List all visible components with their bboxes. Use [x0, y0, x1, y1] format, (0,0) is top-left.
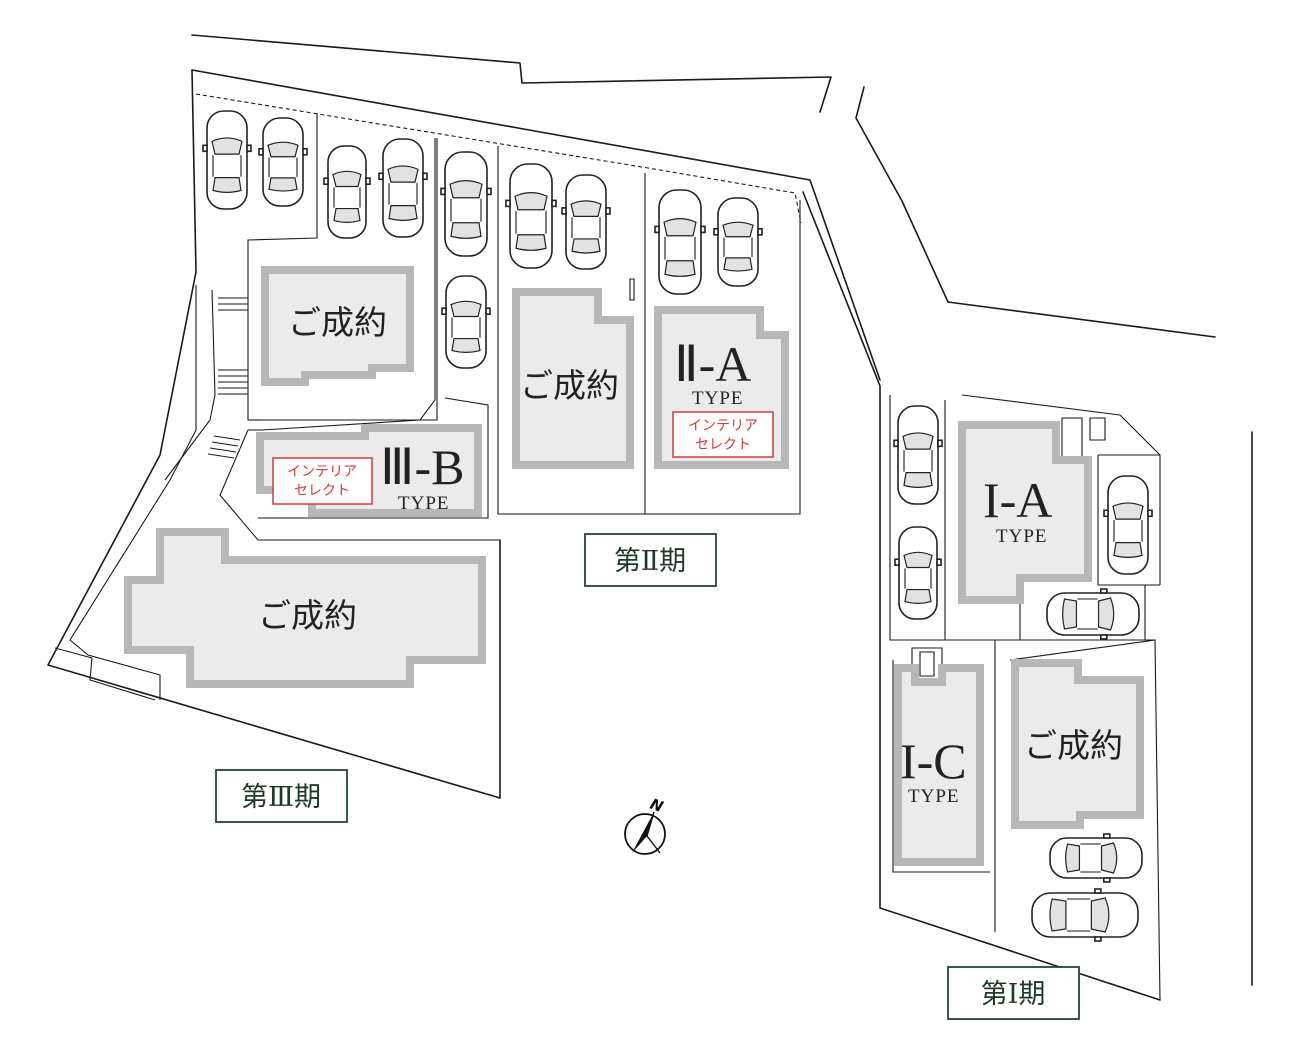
stairs: [207, 297, 248, 459]
parked-car: [323, 145, 371, 239]
parked-car: [713, 197, 763, 287]
lot-label-type-2a: Ⅱ-A: [674, 336, 751, 392]
parking-cars: [202, 110, 1153, 942]
lot-label-sold-2b: ご成約: [520, 366, 619, 405]
phase-label-3-text: 第Ⅲ期: [241, 782, 321, 813]
phase-label-2: 第Ⅱ期: [584, 533, 717, 587]
parked-car: [441, 275, 491, 369]
phase-label-2-text: 第Ⅱ期: [614, 546, 686, 577]
compass-north-label: N: [648, 795, 666, 816]
site-boundary: [47, 34, 1253, 1001]
house-footprints: [124, 266, 1144, 866]
house-1c: [894, 664, 984, 866]
lot-label-type-1a-suffix: TYPE: [996, 526, 1048, 547]
parked-car: [202, 110, 252, 210]
phase-label-1-text: 第Ⅰ期: [981, 979, 1046, 1010]
interior-select-badge-2a: インテリア セレクト: [672, 411, 774, 458]
interior-select-line2: セレクト: [294, 483, 350, 499]
lot-label-type-3b: Ⅲ-B: [380, 439, 464, 495]
lot-label-sold-3c: ご成約: [258, 596, 357, 635]
phase-label-3: 第Ⅲ期: [215, 769, 348, 823]
parked-car: [894, 526, 942, 620]
parked-car: [893, 405, 943, 505]
parked-car: [378, 138, 428, 238]
lot-label-type-1a: I-A: [983, 472, 1052, 528]
interior-select-line1: インテリア: [688, 418, 758, 434]
house-1a: [958, 421, 1092, 604]
parked-car: [440, 151, 492, 257]
parked-car: [561, 174, 611, 270]
lot-label-type-1c: I-C: [900, 733, 967, 789]
lot-label-sold-1b: ご成約: [1024, 726, 1123, 765]
lot-label-type-2a-suffix: TYPE: [692, 388, 744, 409]
parked-car: [1031, 888, 1139, 942]
interior-select-line1: インテリア: [287, 464, 357, 480]
house-1-right: [1011, 659, 1144, 829]
parked-car: [1049, 833, 1143, 883]
house-3-bottom: [124, 528, 486, 688]
lot-label-type-1c-suffix: TYPE: [908, 786, 960, 807]
house-3-top: [261, 266, 414, 386]
lot-label-sold-3a: ご成約: [288, 303, 387, 342]
lot-labels: ご成約 ご成約 ご成約 ご成約 Ⅱ-A TYPE Ⅲ-B TYPE I-A TY…: [258, 303, 1123, 807]
road-edge-dashed: [195, 93, 802, 224]
parked-car: [1046, 588, 1140, 640]
lot-divisions: [54, 113, 1161, 1001]
parked-car: [258, 117, 308, 207]
parked-car: [1103, 475, 1153, 575]
interior-select-badge-3b: インテリア セレクト: [272, 457, 373, 505]
interior-select-line2: セレクト: [695, 437, 751, 453]
house-2-left: [512, 288, 634, 469]
parked-car: [654, 189, 706, 295]
compass-icon: N: [624, 795, 666, 855]
lot-label-type-3b-suffix: TYPE: [398, 493, 450, 514]
parked-car: [505, 163, 557, 269]
phase-label-1: 第Ⅰ期: [947, 966, 1080, 1020]
